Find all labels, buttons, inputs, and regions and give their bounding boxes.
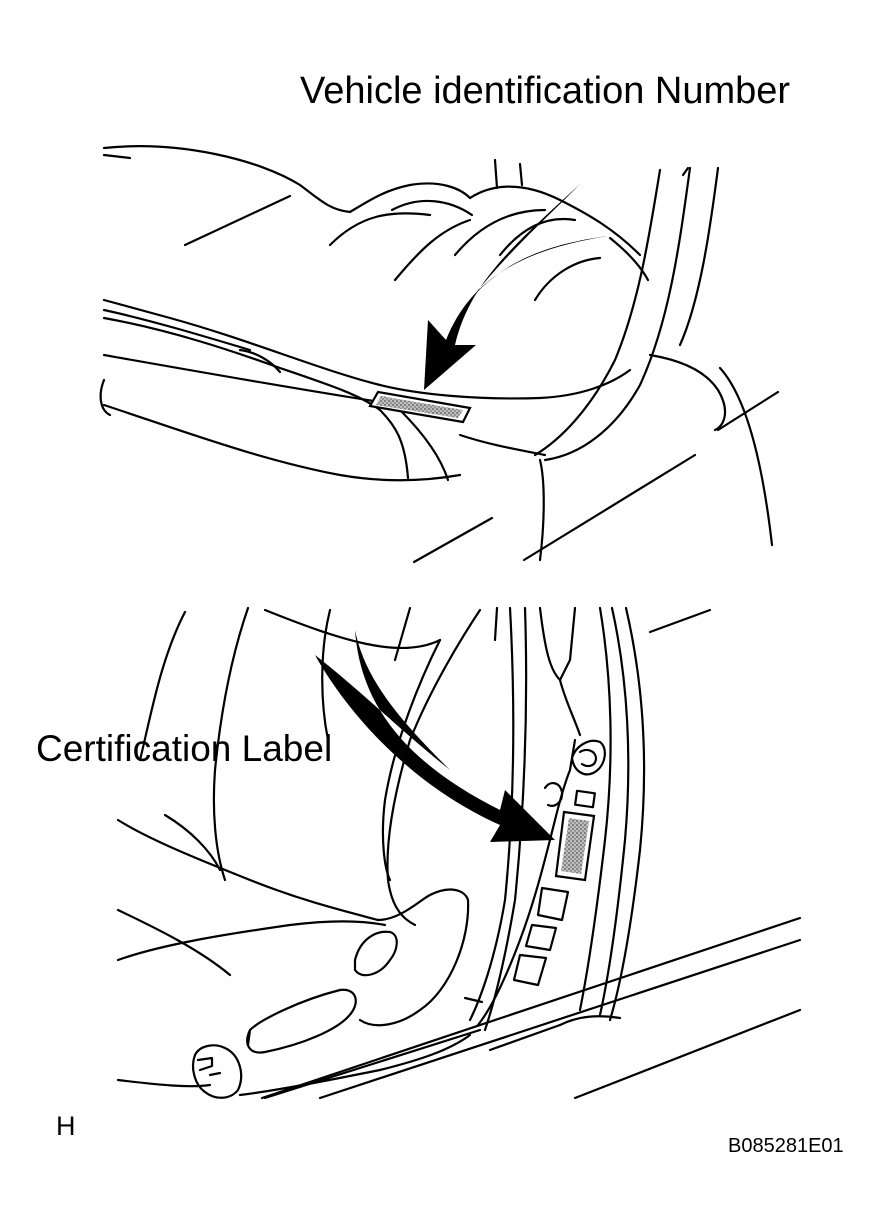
figure-id: B085281E01: [728, 1135, 844, 1157]
certification-label: Certification Label: [36, 728, 333, 769]
vin-label: Vehicle identification Number: [300, 70, 791, 112]
cert-arrow-icon: [315, 630, 555, 842]
vin-arrow-icon: [424, 184, 608, 390]
vin-plate: [368, 390, 472, 424]
dashboard-view: [99, 145, 780, 564]
certification-plate: [554, 810, 596, 882]
door-jamb-view: [116, 606, 802, 1100]
view-code: H: [56, 1111, 76, 1141]
